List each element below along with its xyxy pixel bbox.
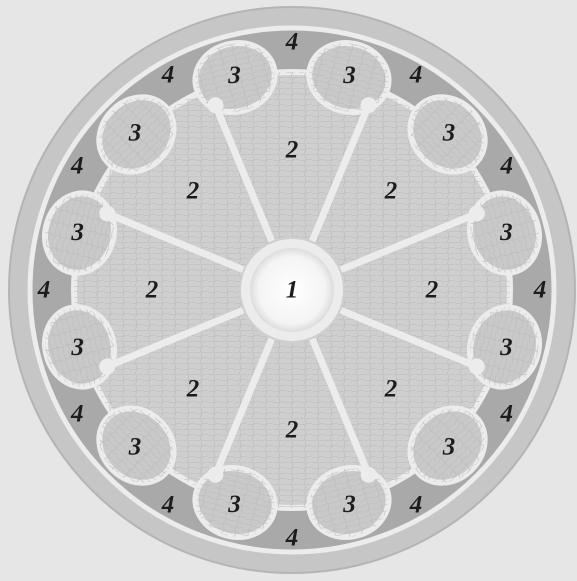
label-lobe: 3 — [442, 120, 456, 147]
label-outer: 4 — [161, 62, 175, 89]
spoke-knob — [469, 205, 485, 221]
label-lobe: 3 — [227, 491, 241, 518]
spoke-knob — [99, 205, 115, 221]
label-lobe: 3 — [70, 219, 84, 246]
label-lobe: 3 — [342, 491, 356, 518]
label-petal: 2 — [384, 178, 398, 205]
label-petal: 2 — [384, 375, 398, 402]
label-lobe: 3 — [442, 433, 456, 460]
label-petal: 2 — [186, 375, 200, 402]
spoke-knob — [469, 359, 485, 375]
label-outer: 4 — [285, 29, 299, 56]
label-outer: 4 — [409, 491, 423, 518]
label-outer: 4 — [70, 401, 84, 428]
label-center: 1 — [286, 277, 299, 304]
label-outer: 4 — [500, 153, 514, 180]
spoke-knob — [361, 467, 377, 483]
label-petal: 2 — [285, 137, 299, 164]
spoke-knob — [99, 359, 115, 375]
label-outer: 4 — [37, 277, 51, 304]
label-petal: 2 — [425, 277, 439, 304]
label-outer: 4 — [533, 277, 547, 304]
label-lobe: 3 — [128, 120, 142, 147]
label-petal: 2 — [186, 178, 200, 205]
label-outer: 4 — [70, 153, 84, 180]
label-outer: 4 — [285, 525, 299, 552]
label-lobe: 3 — [499, 219, 513, 246]
label-petal: 2 — [285, 417, 299, 444]
label-outer: 4 — [409, 62, 423, 89]
label-petal: 2 — [145, 277, 159, 304]
spoke-knob — [207, 467, 223, 483]
label-lobe: 3 — [128, 433, 142, 460]
spoke-knob — [207, 97, 223, 113]
label-lobe: 3 — [342, 62, 356, 89]
label-lobe: 3 — [227, 62, 241, 89]
label-lobe: 3 — [70, 334, 84, 361]
spoke-knob — [361, 97, 377, 113]
label-outer: 4 — [161, 491, 175, 518]
label-lobe: 3 — [499, 334, 513, 361]
label-outer: 4 — [500, 401, 514, 428]
